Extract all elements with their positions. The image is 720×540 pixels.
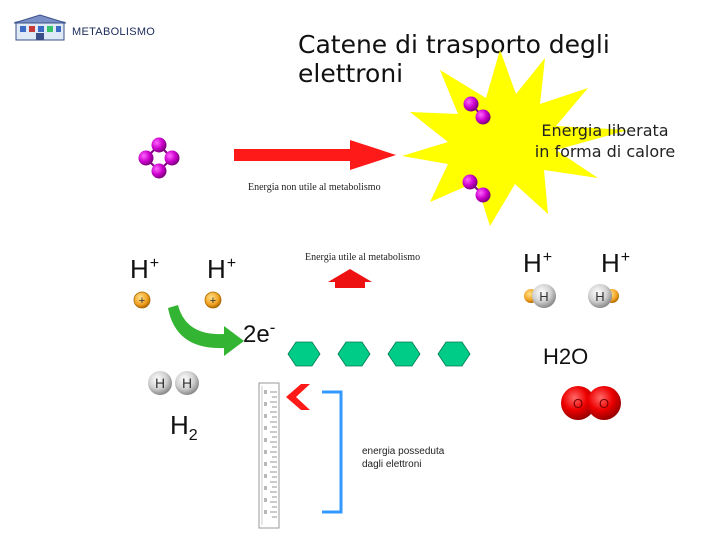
proton-charge-left-1: + (133, 291, 151, 309)
energy-released-line2: in forma di calore (534, 142, 676, 161)
energy-possessed-line2: dagli elettroni (362, 459, 422, 470)
carrier-hexagon-3 (387, 341, 421, 367)
energy-bracket (322, 390, 343, 514)
page-title: Catene di trasporto degli elettroni (298, 30, 610, 88)
proton-right-2: H+ (601, 248, 631, 278)
carrier-hexagon-2 (337, 341, 371, 367)
svg-text:H: H (595, 289, 604, 304)
svg-text:O: O (599, 396, 609, 411)
energy-not-useful-label: Energia non utile al metabolismo (248, 182, 381, 193)
svg-text:H: H (539, 289, 548, 304)
useful-energy-arrow (328, 269, 372, 288)
level-pointer (286, 384, 310, 410)
molecule-pair-top (463, 96, 491, 125)
svg-text:O: O (573, 396, 583, 411)
oxygen-molecule: O O (561, 386, 621, 420)
logo-text: METABOLISMO (72, 26, 156, 38)
svg-text:H: H (182, 375, 192, 391)
h2-molecule: H H (148, 371, 199, 395)
energy-possessed-label: energia posseduta dagli elettroni (362, 445, 472, 471)
molecule-pair-bottom (462, 174, 491, 203)
electrons-label: 2e- (243, 318, 276, 348)
svg-text:+: + (210, 295, 216, 307)
water-label: H2O (543, 344, 589, 369)
electron-carriers (287, 341, 471, 367)
energy-useful-label: Energia utile al metabolismo (305, 252, 421, 263)
heat-burst-shape (402, 50, 628, 226)
proton-charge-left-2: + (204, 291, 222, 309)
proton-left-1: H+ (130, 254, 160, 284)
svg-text:H: H (155, 375, 165, 391)
svg-text:+: + (139, 295, 145, 307)
hydrogen-atom-right-1: H (524, 284, 556, 308)
molecule-cluster-left (138, 137, 180, 179)
energy-possessed-line1: energia posseduta (362, 446, 445, 457)
energy-released-label: Energia liberata in forma di calore (520, 120, 690, 162)
energy-released-line1: Energia liberata (541, 121, 669, 140)
energy-scale-ruler (258, 382, 280, 529)
energy-arrow (234, 140, 396, 170)
proton-right-1: H+ (523, 248, 553, 278)
h2-label: H2 (170, 410, 198, 444)
proton-flow-arrow (168, 305, 244, 356)
carrier-hexagon-1 (287, 341, 321, 367)
hydrogen-atom-right-2: H (588, 284, 619, 308)
proton-left-2: H+ (207, 254, 237, 284)
carrier-hexagon-4 (437, 341, 471, 367)
school-building-clipart-icon (14, 14, 66, 41)
